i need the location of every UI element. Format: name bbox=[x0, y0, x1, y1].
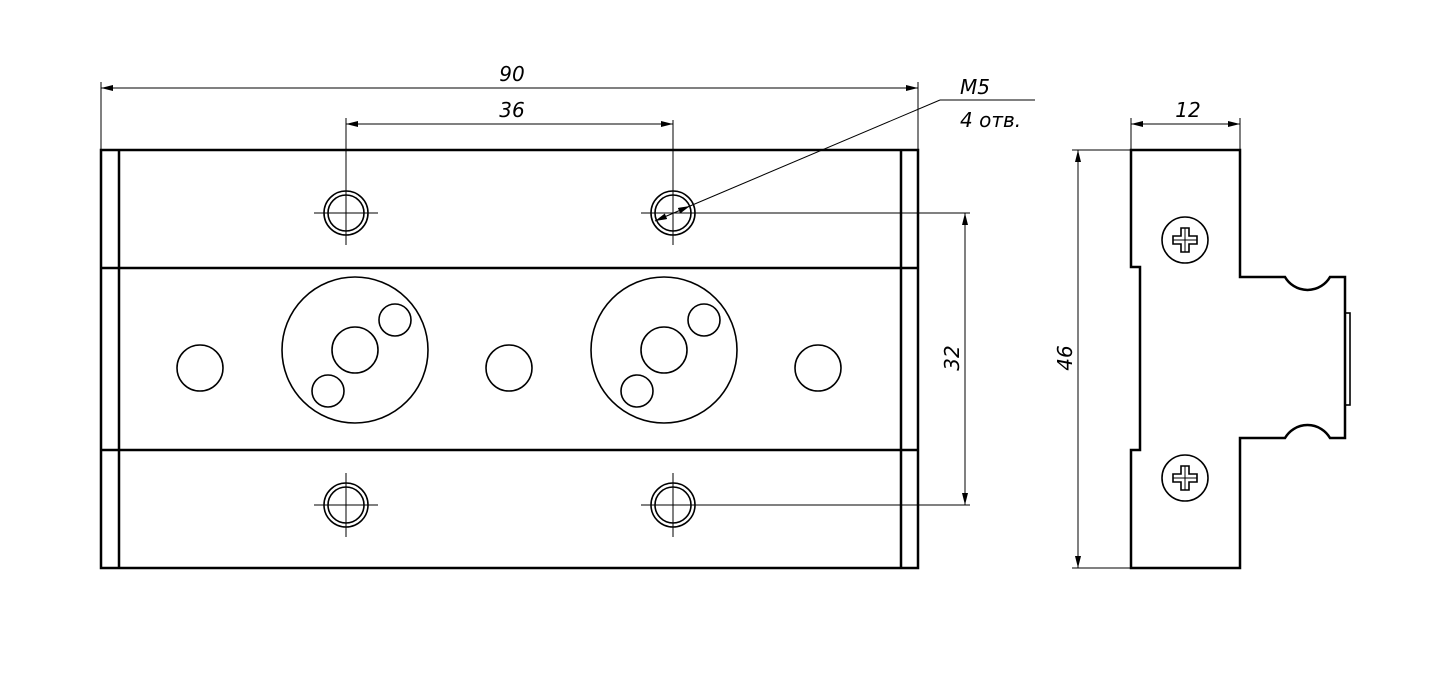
dim-46-label: 46 bbox=[1053, 345, 1077, 370]
side-dimensions: 12 46 bbox=[1053, 98, 1241, 569]
port-hole-right bbox=[794, 344, 842, 392]
thread-arrows bbox=[654, 205, 691, 222]
body-outline bbox=[99, 148, 920, 570]
dim-12-label: 12 bbox=[1175, 98, 1200, 122]
front-dimensions: 90 36 32 M5 4 отв. bbox=[100, 62, 1035, 506]
thread-count-label: 4 отв. bbox=[960, 108, 1021, 132]
screw-top-icon bbox=[1161, 216, 1209, 264]
hole-top-right bbox=[641, 120, 705, 245]
side-view bbox=[1129, 148, 1351, 570]
side-outline bbox=[1129, 148, 1347, 570]
port-hole-left bbox=[176, 344, 224, 392]
dim-32-label: 32 bbox=[940, 345, 964, 370]
thread-label: M5 bbox=[960, 75, 990, 99]
dim-36-label: 36 bbox=[499, 98, 524, 122]
leader-line bbox=[689, 99, 941, 207]
mounting-holes bbox=[314, 120, 705, 537]
rotor-right bbox=[590, 276, 738, 424]
screw-bottom-icon bbox=[1161, 454, 1209, 502]
hole-bottom-left bbox=[314, 473, 378, 537]
port-hole-center bbox=[485, 344, 533, 392]
dim-90-label: 90 bbox=[499, 62, 524, 86]
rotor-left bbox=[281, 276, 429, 424]
front-view bbox=[99, 120, 920, 570]
din-clip bbox=[1344, 312, 1351, 406]
